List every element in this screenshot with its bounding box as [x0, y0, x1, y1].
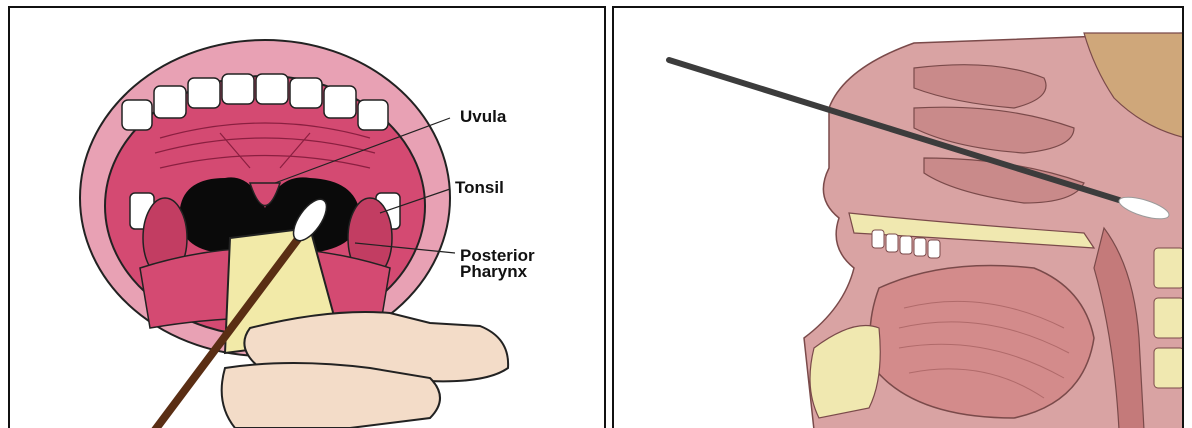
throat-swab-illustration: Uvula Tonsil Posterior Pharynx: [8, 6, 606, 428]
vertebrae: [1154, 248, 1184, 388]
nasopharyngeal-swab-illustration: [612, 6, 1184, 428]
sagittal-head-section: [614, 8, 1184, 428]
posterior-pharynx-label-line2: Pharynx: [460, 264, 527, 280]
tonsil-label: Tonsil: [455, 180, 504, 196]
uvula-label: Uvula: [460, 109, 506, 125]
fingers: [222, 312, 508, 428]
open-mouth-drawing: [10, 8, 606, 428]
